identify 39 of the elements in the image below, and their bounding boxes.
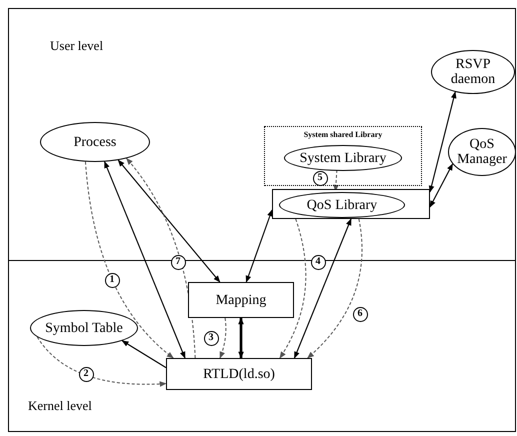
arrow [104, 161, 186, 359]
node-label: RTLD(ld.so) [203, 366, 275, 382]
process-box [272, 189, 430, 219]
step-number: 3 [204, 330, 218, 346]
level-label: User level [50, 37, 104, 55]
dashed-arrow [279, 218, 306, 359]
level-label: Kernel level [28, 397, 92, 415]
node-label: System Library [300, 150, 386, 166]
dashed-arrow [307, 218, 362, 358]
dashed-arrow [220, 318, 226, 359]
arrow [118, 160, 220, 283]
node-label: RSVP daemon [450, 57, 496, 87]
dashed-arrow [126, 158, 196, 358]
node-label: Mapping [216, 292, 266, 308]
arrow [294, 218, 352, 359]
step-number: 5 [312, 170, 328, 186]
process-box [166, 358, 312, 390]
dashed-arrow [36, 336, 167, 387]
arrow [428, 91, 456, 193]
group-title: System shared Library [304, 131, 382, 139]
process-box [188, 282, 294, 318]
step-number: 6 [352, 306, 368, 322]
arrow [238, 317, 244, 359]
node-label: QoS Library [306, 198, 378, 212]
dashed-arrow [84, 161, 174, 358]
step-number: 1 [104, 272, 120, 288]
step-number: 7 [170, 254, 186, 270]
ellipse-node [431, 50, 515, 94]
dashed-arrow [333, 169, 339, 192]
node-label: Symbol Table [45, 320, 123, 336]
dotted-group-box [264, 126, 422, 186]
node-label: QoS Manager [456, 137, 508, 167]
arrow [246, 209, 273, 283]
step-number: 4 [310, 254, 326, 270]
arrow [430, 163, 454, 208]
step-number: 2 [78, 366, 94, 382]
arrow [122, 340, 166, 368]
ellipse-node [448, 128, 516, 176]
node-label: Process [74, 134, 116, 150]
